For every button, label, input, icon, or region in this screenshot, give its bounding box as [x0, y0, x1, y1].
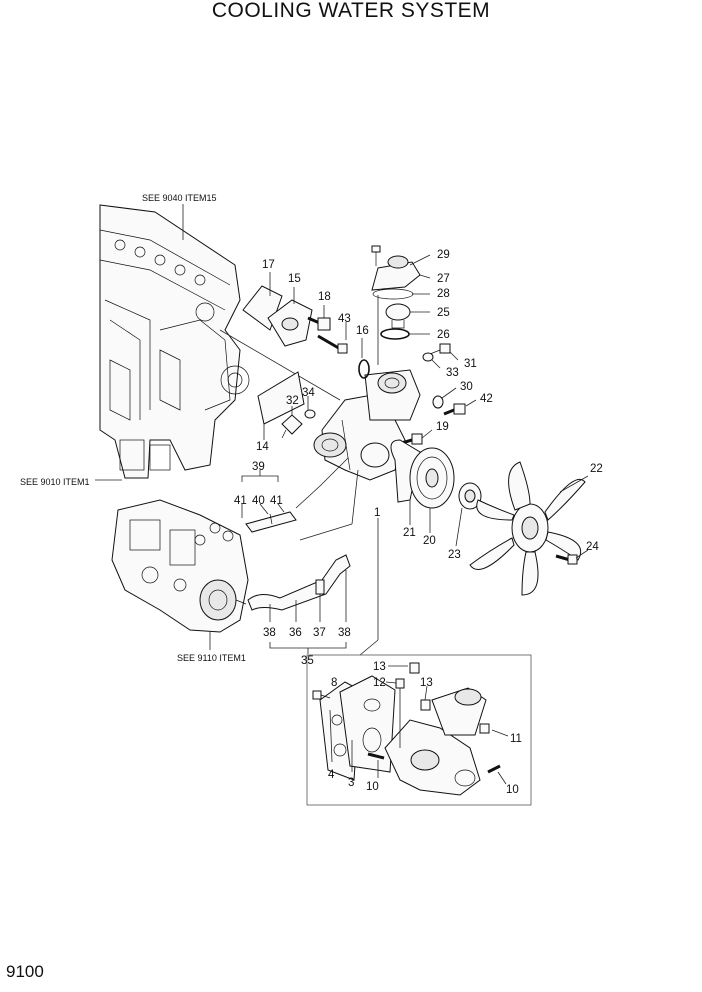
callout-33: 33	[446, 367, 459, 379]
ref-injection-pump: SEE 9110 ITEM1	[177, 653, 246, 663]
callout-13-top: 13	[373, 661, 386, 673]
callout-37: 37	[313, 627, 326, 639]
callout-42: 42	[480, 393, 493, 405]
hose-40	[245, 511, 297, 533]
callout-18: 18	[318, 291, 331, 303]
callout-32: 32	[286, 395, 299, 407]
detail-pin-10a	[367, 752, 385, 760]
gasket-14	[257, 371, 305, 425]
injection-pump-illustration	[111, 499, 249, 633]
detail-inset-frame	[306, 654, 532, 806]
callout-39: 39	[252, 461, 265, 473]
callout-35: 35	[301, 655, 314, 667]
washer-33	[422, 352, 434, 362]
washer-34	[304, 409, 316, 419]
callout-16: 16	[356, 325, 369, 337]
o-ring-26	[380, 328, 410, 340]
callout-36: 36	[289, 627, 302, 639]
detail-plug-12	[395, 678, 405, 689]
diagram-title: COOLING WATER SYSTEM	[211, 0, 491, 22]
callout-41-right: 41	[270, 495, 283, 507]
thermostat-25	[385, 303, 411, 329]
bolt-29	[371, 245, 381, 266]
callout-20: 20	[423, 535, 436, 547]
callout-4: 4	[328, 769, 335, 781]
bolt-18	[307, 316, 331, 331]
detail-pump-body-1	[384, 687, 487, 796]
callout-30: 30	[460, 381, 473, 393]
callout-24: 24	[586, 541, 599, 553]
callout-29: 29	[437, 249, 450, 261]
water-pump-assembly	[313, 369, 421, 481]
detail-plate-3	[339, 675, 396, 773]
callout-22: 22	[590, 463, 603, 475]
detail-plug-11	[479, 723, 490, 734]
callout-43: 43	[338, 313, 351, 325]
callout-10-left: 10	[366, 781, 379, 793]
callout-31: 31	[464, 358, 477, 370]
callout-15: 15	[288, 273, 301, 285]
callout-1: 1	[374, 507, 380, 519]
callout-25: 25	[437, 307, 450, 319]
ref-engine-block: SEE 9040 ITEM15	[142, 193, 217, 203]
callout-12: 12	[373, 677, 386, 689]
bolt-24	[555, 554, 578, 565]
water-outlet-15	[267, 299, 313, 347]
pulley-20	[409, 447, 455, 509]
callout-13-right: 13	[420, 677, 433, 689]
callout-27: 27	[437, 273, 450, 285]
washer-30	[432, 395, 444, 409]
bolt-31	[429, 343, 451, 355]
detail-plug-13b	[420, 699, 431, 711]
callout-11: 11	[510, 733, 522, 745]
callout-3: 3	[348, 777, 354, 789]
gasket-28	[372, 288, 414, 300]
spacer-23	[458, 482, 482, 510]
callout-41-left: 41	[234, 495, 247, 507]
callout-38-right: 38	[338, 627, 351, 639]
engine-block-illustration	[99, 204, 250, 479]
callout-17: 17	[262, 259, 275, 271]
callout-19: 19	[436, 421, 449, 433]
temp-sensor-32	[281, 414, 303, 439]
thermostat-cover-27	[371, 255, 421, 291]
callout-23: 23	[448, 549, 461, 561]
page-number: 9100	[6, 962, 44, 981]
bolt-43	[317, 334, 348, 354]
callout-10-right: 10	[506, 784, 519, 796]
detail-bolt-8	[312, 690, 331, 700]
o-ring-16	[358, 359, 370, 379]
callout-34: 34	[302, 387, 315, 399]
callout-14: 14	[256, 441, 269, 453]
clamp-37	[315, 579, 325, 595]
pipe-36	[247, 554, 351, 611]
callout-8: 8	[331, 677, 337, 689]
callout-28: 28	[437, 288, 450, 300]
detail-plug-13a	[409, 662, 420, 674]
callout-38-left: 38	[263, 627, 276, 639]
detail-pin-10b	[487, 764, 501, 774]
ref-cylinder-head: SEE 9010 ITEM1	[20, 477, 90, 487]
callout-21: 21	[403, 527, 416, 539]
callout-26: 26	[437, 329, 450, 341]
callout-40: 40	[252, 495, 265, 507]
fan-22	[469, 461, 586, 596]
bolt-42	[443, 403, 466, 416]
